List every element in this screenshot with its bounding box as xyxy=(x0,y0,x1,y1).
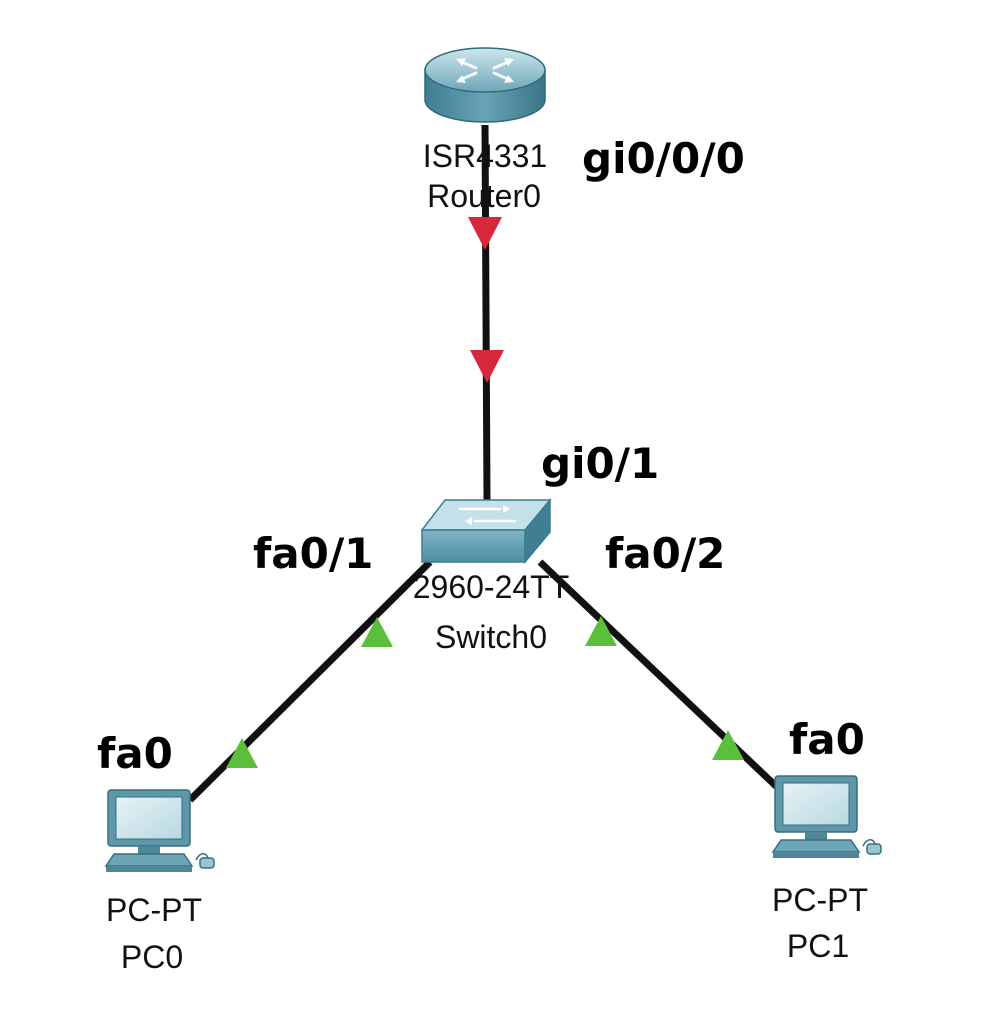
port-label-switch-fa0-2: fa0/2 xyxy=(605,529,725,578)
port-label-router-gi0-0-0: gi0/0/0 xyxy=(582,134,745,183)
link-up-indicator xyxy=(712,730,744,760)
port-label-pc0-fa0: fa0 xyxy=(97,729,173,778)
link-up-indicator xyxy=(585,616,617,646)
link-down-indicator xyxy=(468,217,502,250)
link-down-indicator xyxy=(470,350,504,383)
port-label-switch-fa0-1: fa0/1 xyxy=(253,529,373,578)
link-up-indicator xyxy=(226,738,258,768)
switch-name-label: Switch0 xyxy=(435,619,547,655)
link-switch-pc0[interactable] xyxy=(187,559,433,803)
router-model-label: ISR4331 xyxy=(423,138,548,174)
pc1-model-label: PC-PT xyxy=(772,882,868,918)
port-label-switch-gi0-1: gi0/1 xyxy=(541,439,659,488)
port-label-pc1-fa0: fa0 xyxy=(789,715,865,764)
link-switch-pc1[interactable] xyxy=(537,559,781,791)
switch-model-label: 2960-24TT xyxy=(413,569,570,605)
router-name-label: Router0 xyxy=(427,178,541,214)
pc1-icon[interactable] xyxy=(771,775,882,858)
pc0-model-label: PC-PT xyxy=(106,892,202,928)
pc1-name-label: PC1 xyxy=(787,928,849,964)
pc0-icon[interactable] xyxy=(104,789,215,872)
link-up-indicator xyxy=(361,617,393,647)
link-indicators xyxy=(226,217,744,768)
pc0-name-label: PC0 xyxy=(121,939,183,975)
link-router-switch[interactable] xyxy=(481,124,491,501)
switch-icon[interactable] xyxy=(420,497,552,565)
router-icon[interactable] xyxy=(424,47,546,123)
